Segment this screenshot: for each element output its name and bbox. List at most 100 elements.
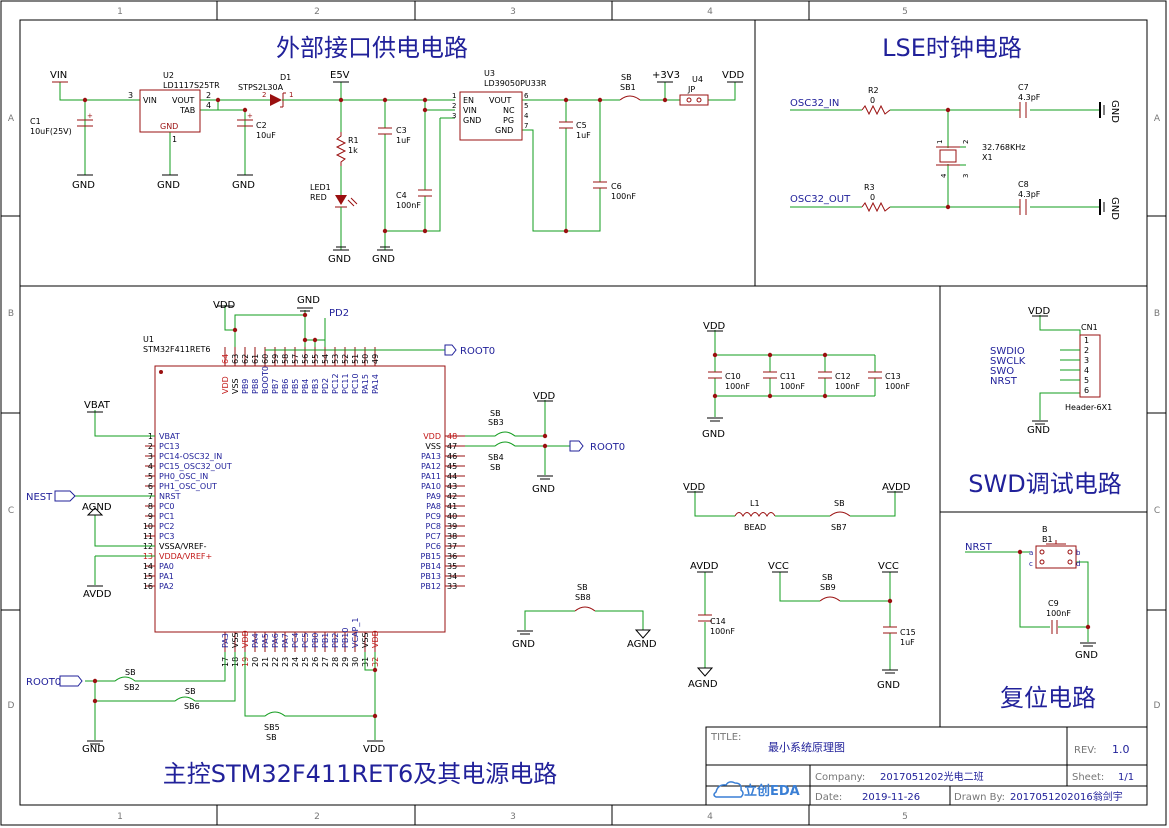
sb4-label-b: SB <box>490 463 501 472</box>
vdd-bottom-label: VDD <box>363 744 386 755</box>
gnd-c3: GND <box>372 246 395 265</box>
mcu-pin-number: 51 <box>351 354 360 364</box>
mcu-pin-name: PB9 <box>241 379 250 394</box>
x1-pin2: 2 <box>962 140 970 144</box>
u3-n5: 5 <box>524 102 528 110</box>
mcu-pin-number: 45 <box>447 462 457 471</box>
u2-ref: U2 <box>163 71 174 80</box>
l1-bead <box>734 512 776 518</box>
mcu-pin-number: 50 <box>361 354 370 364</box>
sb8-agnd: AGND <box>627 639 657 650</box>
mcu-pin-name: PB15 <box>421 552 442 561</box>
e5v-label: E5V <box>330 70 350 81</box>
border-row-b: B <box>8 309 14 319</box>
decoupling-vdd: VDD <box>703 321 726 332</box>
border-col-4b: 4 <box>707 812 713 822</box>
u3-n1: 1 <box>452 92 456 100</box>
mcu-pin-number: 25 <box>301 657 310 667</box>
mcu-pin-name: PA9 <box>426 492 441 501</box>
mcu-pin-number: 20 <box>251 657 260 667</box>
d1-pin2: 2 <box>262 91 266 99</box>
mcu-pin-number: 34 <box>447 572 457 581</box>
cn1-pin-number: 5 <box>1084 376 1089 385</box>
root-bottom-port <box>59 675 83 687</box>
mcu-pin-number: 46 <box>447 452 457 461</box>
x1-ref: X1 <box>982 153 993 162</box>
border-col-4: 4 <box>707 7 713 17</box>
u3-pin-en: EN <box>463 96 474 105</box>
mcu-pin-name: PA8 <box>426 502 441 511</box>
section-dividers <box>20 20 1147 727</box>
sb6-label-b: SB6 <box>184 702 200 711</box>
mcu-pin-name: PC15_OSC32_OUT <box>159 462 232 471</box>
border-col-1b: 1 <box>117 812 123 822</box>
gnd-c8: GND <box>1099 197 1120 220</box>
drawn-value: 2017051202016翁剑宇 <box>1010 790 1123 803</box>
mcu-pin-number: 57 <box>291 354 300 364</box>
u3-n3: 3 <box>452 112 456 120</box>
cn1-part: Header-6X1 <box>1065 403 1112 412</box>
sb7-label-a: SB <box>834 499 845 508</box>
u2-regulator <box>139 89 201 133</box>
mcu-pin-name: PB3 <box>311 379 320 394</box>
mcu-pin-number: 21 <box>261 657 270 667</box>
u3-n2: 2 <box>452 102 456 110</box>
u2-num4: 4 <box>206 101 211 110</box>
agnd-label: AGND <box>82 502 112 513</box>
mcu-pin-name: VDD <box>423 432 441 441</box>
c8-ref: C8 <box>1018 180 1029 189</box>
c14-avdd: AVDD <box>690 561 719 572</box>
u3-pin-vin: VIN <box>463 106 477 115</box>
mcu-pin-number: 47 <box>447 442 457 451</box>
cn1-pin-number: 4 <box>1084 366 1089 375</box>
mcu-pin-name: PB14 <box>421 562 442 571</box>
mcu-pin-name: PA15 <box>361 374 370 394</box>
svg-text:GND: GND <box>1109 197 1120 220</box>
u1-ref: U1 <box>143 335 154 344</box>
sb7-label-b: SB7 <box>831 523 847 532</box>
swd-signal-label: SWO <box>990 366 1014 377</box>
c14-agnd: AGND <box>688 679 718 690</box>
c15-ref: C15 <box>900 628 916 637</box>
mcu-pin-number: 62 <box>241 354 250 364</box>
mcu-pin-name: PC7 <box>426 532 442 541</box>
reset-nrst: NRST <box>965 542 993 553</box>
mcu-pin-name: PA6 <box>271 633 280 648</box>
border-row-a-r: A <box>1154 114 1161 124</box>
gnd-u2: GND <box>157 174 180 191</box>
company-label: Company: <box>815 772 865 783</box>
sb7-avdd: AVDD <box>882 482 911 493</box>
sb5-label-a: SB5 <box>264 723 280 732</box>
cn1-pin-number: 3 <box>1084 356 1089 365</box>
u4-jumper <box>679 94 709 106</box>
sheet-label: Sheet: <box>1072 772 1104 783</box>
c7-value: 4.3pF <box>1018 93 1041 102</box>
svg-text:GND: GND <box>372 254 395 265</box>
mcu-pin-name: PB2 <box>331 633 340 648</box>
d1-diode <box>270 94 282 106</box>
gnd-c2: GND <box>232 174 255 191</box>
mcu-pin-name: PA5 <box>261 633 270 648</box>
sb8-jumper <box>574 606 596 612</box>
mcu-pin-name: PA3 <box>221 633 230 648</box>
mcu-pin-number: 53 <box>331 354 340 364</box>
decoupling-cap-gap <box>818 372 832 378</box>
c4-value: 100nF <box>396 201 421 210</box>
l1-ref: L1 <box>750 499 760 508</box>
root-top-label: ROOT0 <box>460 346 495 357</box>
x1-freq: 32.768KHz <box>982 143 1025 152</box>
mcu-pin-number: 37 <box>447 542 457 551</box>
border-col-1: 1 <box>117 7 123 17</box>
border-col-2: 2 <box>314 7 320 17</box>
section-title-main: 主控STM32F411RET6及其电源电路 <box>163 760 558 788</box>
border-col-2b: 2 <box>314 812 320 822</box>
c2-value: 10uF <box>256 131 276 140</box>
mcu-pin-number: 28 <box>331 657 340 667</box>
root-top-port <box>444 344 457 356</box>
mcu-pin-name: PC2 <box>159 522 175 531</box>
mcu-pin-name: PA0 <box>159 562 174 571</box>
gnd-bottom-label: GND <box>82 744 105 755</box>
decoupling-cap-value: 100nF <box>725 382 750 391</box>
u3-part: LD39050PU33R <box>484 79 547 88</box>
